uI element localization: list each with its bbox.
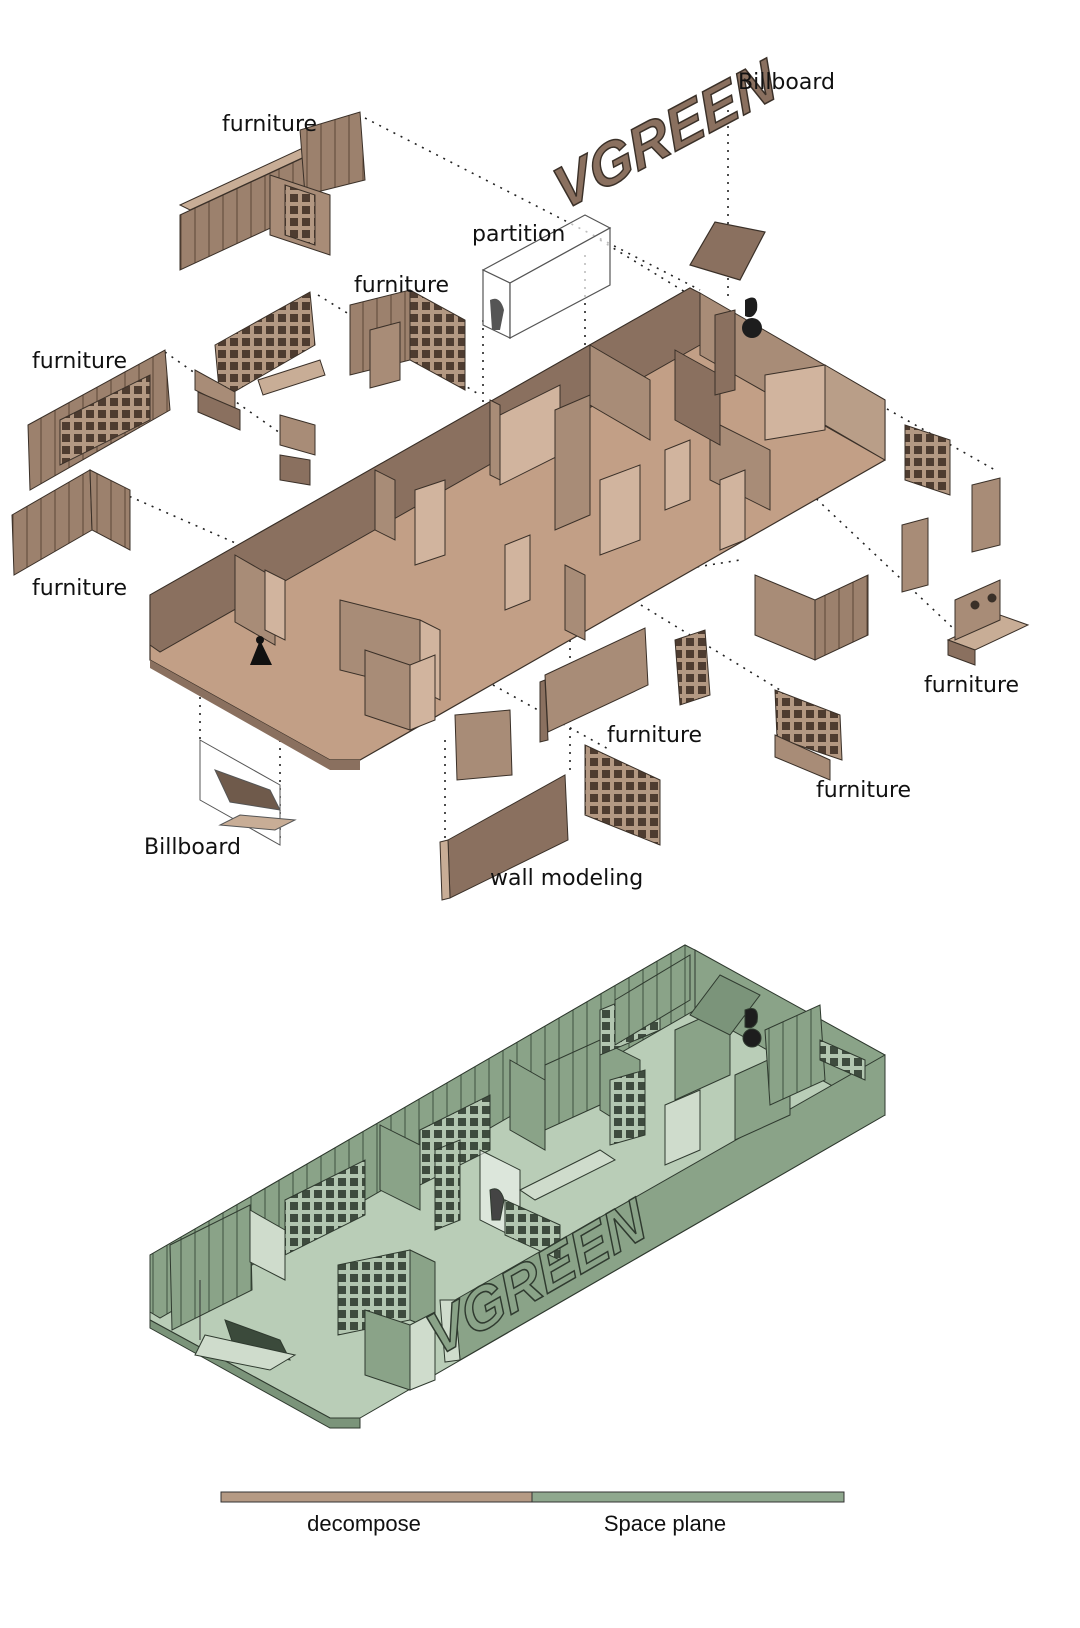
label-wall-modeling: wall modeling — [490, 866, 643, 891]
furniture-left — [27, 349, 171, 491]
legend-swatch-decompose — [220, 1491, 533, 1503]
billboard-panel-top — [689, 221, 766, 281]
label-billboard-top: Billboard — [738, 70, 835, 95]
label-furniture-left-lower: furniture — [32, 576, 127, 601]
label-partition: partition — [472, 222, 565, 247]
label-furniture-left: furniture — [32, 349, 127, 374]
label-furniture-top: furniture — [222, 112, 317, 137]
label-furniture-lower-right: furniture — [816, 778, 911, 803]
legend-label-decompose: decompose — [307, 1511, 421, 1536]
label-furniture-mid: furniture — [354, 273, 449, 298]
partition-box — [481, 214, 612, 339]
furniture-left-lower — [11, 469, 131, 576]
floor-plan-brown — [149, 287, 886, 770]
label-furniture-center: furniture — [607, 723, 702, 748]
legend-swatch-space-plane — [531, 1491, 845, 1503]
label-furniture-right: furniture — [924, 673, 1019, 698]
furniture-mid-shelves — [194, 291, 326, 486]
furniture-mid-cabinet — [349, 289, 466, 391]
billboard-bottom — [199, 739, 297, 846]
assembled-view: VGREEN — [149, 944, 886, 1429]
exploded-view: VGREEN — [11, 45, 1030, 901]
furniture-right-group — [754, 424, 1030, 666]
furniture-center-group — [454, 627, 843, 846]
sculpture-icon — [742, 297, 762, 338]
legend: decompose Space plane — [220, 1491, 845, 1536]
wall-modeling — [439, 774, 569, 901]
label-billboard-bottom: Billboard — [144, 835, 241, 860]
legend-label-space-plane: Space plane — [604, 1511, 726, 1536]
furniture-top-left — [178, 111, 366, 271]
